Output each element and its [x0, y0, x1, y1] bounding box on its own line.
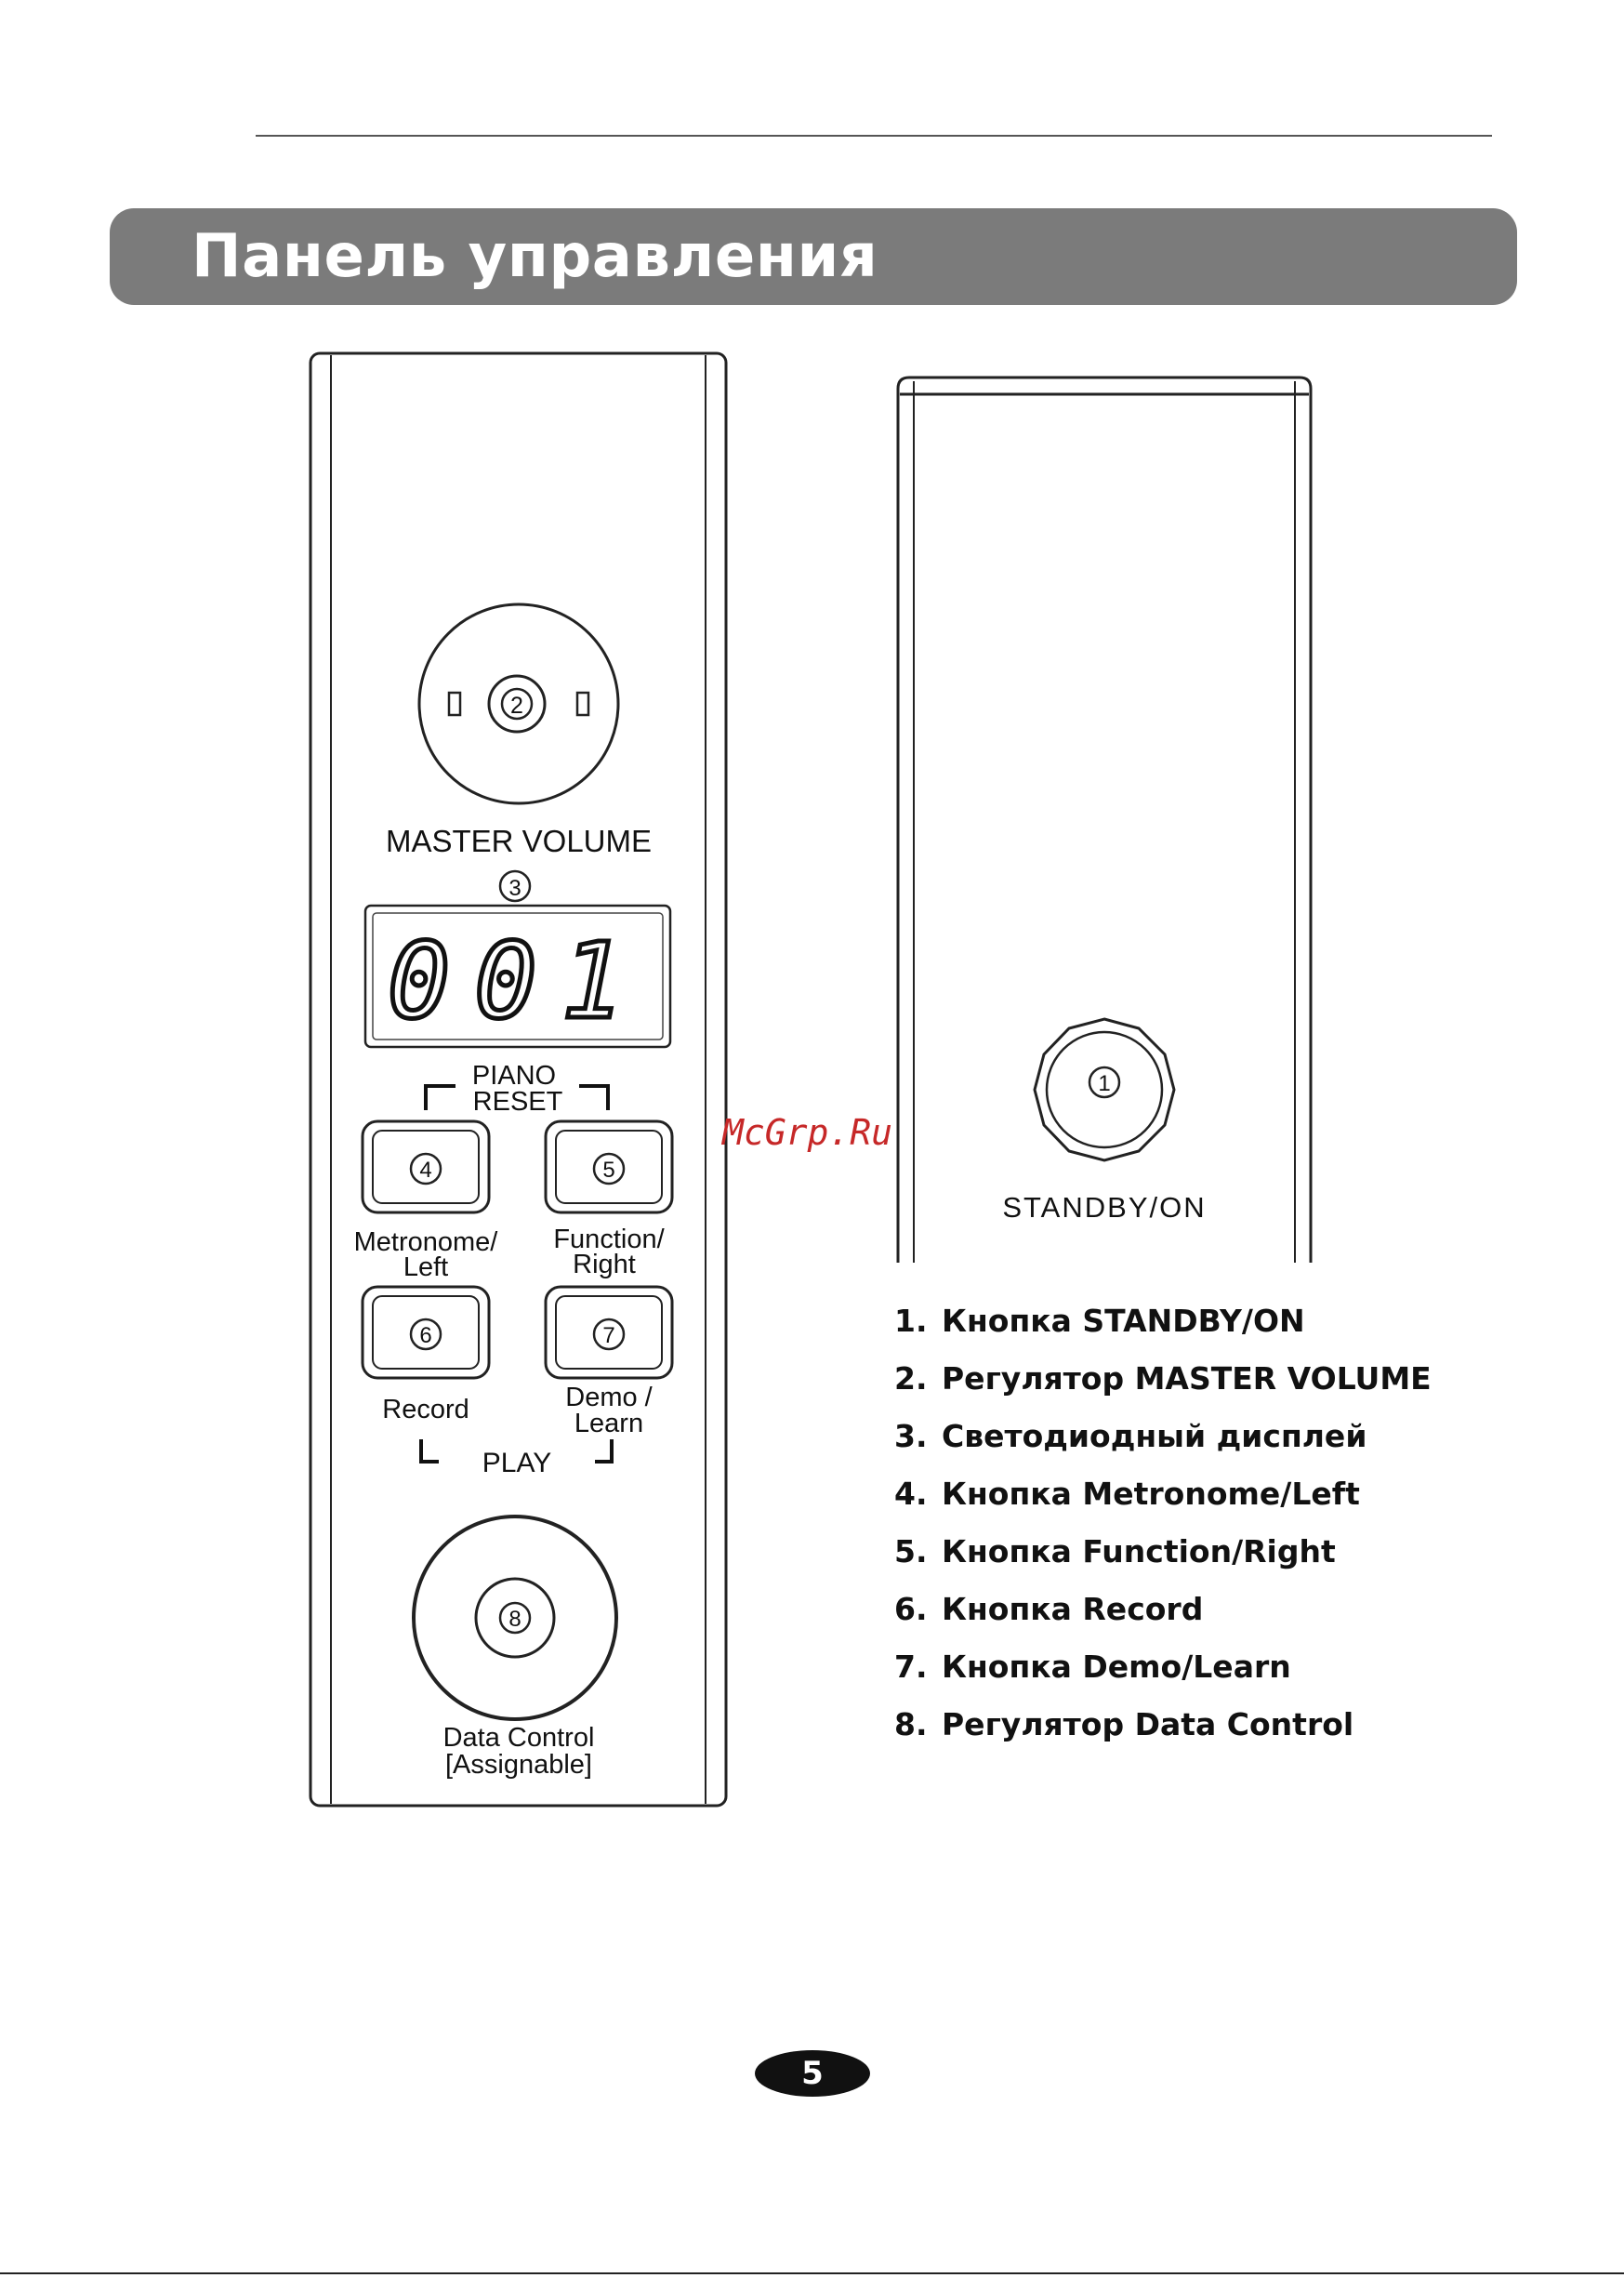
top-rule [256, 135, 1492, 137]
btn4-label-line1: Metronome/ [354, 1227, 499, 1257]
piano-reset-label-line1: PIANO [472, 1061, 556, 1091]
legend-item: 8. Регулятор Data Control [894, 1696, 1432, 1754]
btn7-label-line2: Learn [574, 1409, 643, 1438]
legend-item: 7. Кнопка Demo/Learn [894, 1638, 1432, 1696]
btn7-label-line1: Demo / [565, 1383, 653, 1412]
legend-number: 4. [894, 1476, 928, 1512]
piano-reset-bracket-left [424, 1084, 456, 1110]
btn5-label-line2: Right [573, 1250, 636, 1279]
play-bracket-left [419, 1439, 439, 1463]
page-number-badge: 5 [755, 2050, 870, 2097]
bottom-rule [0, 2272, 1624, 2274]
legend-item: 6. Кнопка Record [894, 1581, 1432, 1638]
record-button[interactable]: 6 [361, 1285, 491, 1380]
page-title: Панель управления [191, 222, 878, 291]
btn5-label-line1: Function/ [553, 1225, 665, 1254]
play-bracket-right [595, 1439, 614, 1463]
legend-item: 4. Кнопка Metronome/Left [894, 1465, 1432, 1523]
display-value: 001 [388, 921, 648, 1042]
legend-number: 3. [894, 1418, 928, 1454]
btn7-number: 7 [602, 1323, 614, 1348]
legend-number: 5. [894, 1533, 928, 1569]
function-right-button[interactable]: 5 [544, 1119, 674, 1214]
legend-text: Регулятор Data Control [942, 1706, 1354, 1742]
data-control-label-line2: [Assignable] [445, 1750, 592, 1780]
play-label: PLAY [482, 1448, 552, 1478]
legend-number: 6. [894, 1591, 928, 1627]
btn4-number: 4 [419, 1158, 431, 1183]
legend-text: Кнопка Metronome/Left [942, 1476, 1360, 1512]
legend-text: Кнопка Demo/Learn [942, 1649, 1291, 1685]
master-volume-label: MASTER VOLUME [386, 824, 652, 858]
standby-label: STANDBY/ON [1002, 1191, 1206, 1224]
data-control-label-line1: Data Control [443, 1723, 595, 1753]
legend-text: Кнопка Record [942, 1591, 1204, 1627]
legend-number: 7. [894, 1649, 928, 1685]
knob-master-number: 2 [510, 693, 523, 719]
legend-text: Регулятор MASTER VOLUME [942, 1360, 1432, 1397]
legend-item: 5. Кнопка Function/Right [894, 1523, 1432, 1581]
piano-reset-label-line2: RESET [473, 1087, 563, 1117]
legend-list: 1. Кнопка STANDBY/ON 2. Регулятор MASTER V… [894, 1292, 1432, 1754]
standby-number: 1 [1098, 1071, 1110, 1096]
main-panel [309, 351, 728, 1808]
display-number: 3 [508, 876, 521, 901]
legend-item: 2. Регулятор MASTER VOLUME [894, 1350, 1432, 1408]
btn6-label: Record [382, 1395, 469, 1424]
btn5-number: 5 [602, 1158, 614, 1183]
legend-number: 2. [894, 1360, 928, 1397]
data-control-knob[interactable]: 8 [412, 1515, 618, 1721]
piano-reset-bracket-right [579, 1084, 610, 1110]
metronome-left-button[interactable]: 4 [361, 1119, 491, 1214]
btn6-number: 6 [419, 1323, 431, 1348]
demo-learn-button[interactable]: 7 [544, 1285, 674, 1380]
side-panel [896, 376, 1313, 1263]
legend-text: Кнопка STANDBY/ON [942, 1303, 1305, 1339]
master-volume-knob[interactable]: 2 [417, 603, 620, 805]
legend-number: 8. [894, 1706, 928, 1742]
btn4-label-line2: Left [403, 1252, 448, 1282]
led-display: 001 [363, 904, 672, 1049]
legend-text: Светодиодный дисплей [942, 1418, 1367, 1454]
legend-text: Кнопка Function/Right [942, 1533, 1336, 1569]
watermark: McGrp.Ru [722, 1112, 893, 1153]
display-number-circle [498, 869, 532, 903]
legend-item: 3. Светодиодный дисплей [894, 1408, 1432, 1465]
title-bar: Панель управления [110, 208, 1517, 305]
knob-data-number: 8 [508, 1607, 521, 1632]
legend-item: 1. Кнопка STANDBY/ON [894, 1292, 1432, 1350]
standby-button[interactable]: 1 [1033, 1017, 1176, 1162]
legend-number: 1. [894, 1303, 928, 1339]
